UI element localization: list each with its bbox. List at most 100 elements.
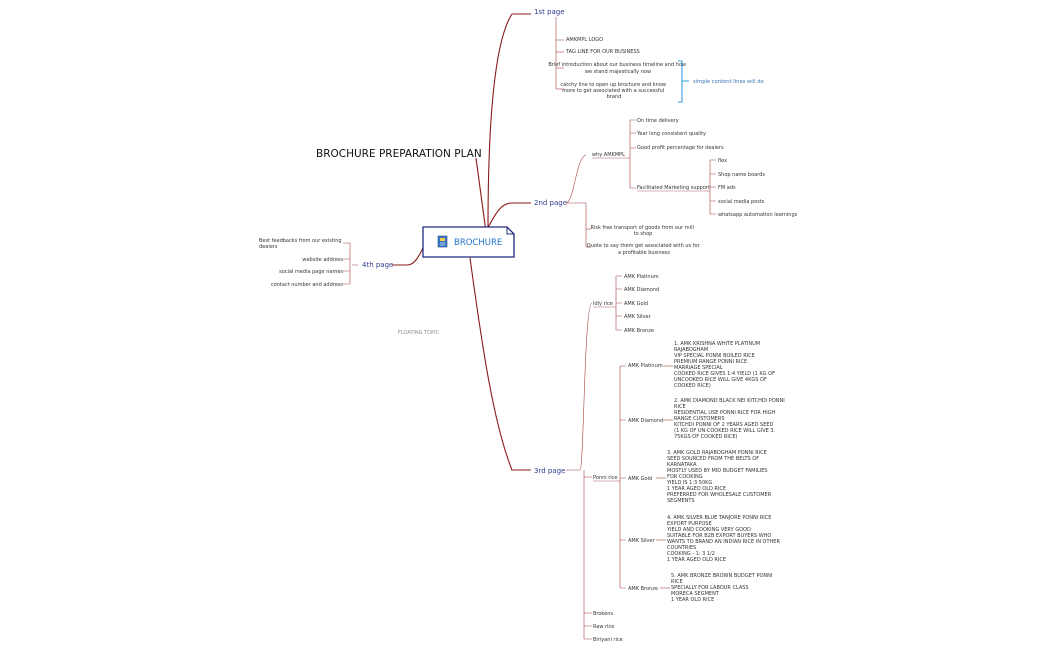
rice-type-node[interactable]: Brokens: [593, 611, 613, 617]
why-item[interactable]: Year long consistent quality: [636, 131, 706, 137]
desc-line: PREMIUM RANGE PONNI RICE: [674, 359, 747, 365]
desc-line: PREFERRED FOR WHOLESALE CUSTOMER: [667, 492, 772, 498]
connector-2nd-others: [566, 202, 587, 247]
desc-line: RICE: [671, 579, 683, 585]
bronze-description[interactable]: 5. AMK BRONZE BROWN BUDGET PONNI RICE SP…: [671, 573, 774, 603]
silver-description[interactable]: 4. AMK SILVER BLUE TANJORE PONNI RICE EX…: [666, 515, 782, 563]
page1-item[interactable]: TAG LINE FOR OUR BUSINESS: [565, 49, 640, 55]
marketing-item[interactable]: flex: [718, 158, 727, 164]
desc-line: FOR COOKING: [667, 474, 703, 480]
marketing-item[interactable]: social media posts: [718, 199, 765, 205]
page2-item[interactable]: Quote to say them get associated with us…: [587, 243, 701, 256]
main-branches: [392, 13, 531, 471]
ponni-grade-bronze[interactable]: AMK Bronze: [628, 586, 658, 592]
branch-to-1st-page: [487, 13, 531, 229]
desc-line: COOKED RICE GIVES 1:4 YIELD (1 KG OF: [674, 371, 775, 377]
platinum-description[interactable]: 1. AMK KRISHNA WHITE PLATINUM RAJABOGHAM…: [674, 341, 777, 389]
desc-line: 1. AMK KRISHNA WHITE PLATINUM: [674, 341, 760, 347]
desc-line: WANTS TO BRAND AN INDIAN RICE IN OTHER: [667, 539, 780, 545]
desc-line: 5. AMK BRONZE BROWN BUDGET PONNI: [671, 573, 772, 579]
ponni-rice-node[interactable]: Ponni rice: [593, 475, 617, 481]
marketing-item[interactable]: whatsapp automation learnings: [718, 212, 798, 218]
root-node-label: BROCHURE: [454, 238, 502, 248]
idly-rice-node[interactable]: Idly rice: [593, 301, 613, 307]
desc-line: 1 YEAR AGED OLD RICE: [667, 557, 726, 563]
brochure-icon: [437, 235, 448, 248]
page1-item[interactable]: Brief introduction about our business ti…: [548, 62, 687, 75]
wrapped-line: brand: [607, 94, 622, 100]
idly-grade[interactable]: AMK Platinum: [624, 274, 659, 280]
page1-item[interactable]: catchy line to open up brochure and know…: [560, 82, 667, 100]
desc-line: 1 YEAR AGED OLD RICE: [667, 486, 726, 492]
connector-why-items: [625, 119, 636, 189]
connector-why: [565, 154, 587, 204]
desc-line: UNCOOKED RICE WILL GIVE 4KGS OF: [674, 377, 767, 383]
root-node[interactable]: BROCHURE: [422, 226, 515, 258]
desc-line: RANGE CUSTOMERS: [674, 416, 725, 422]
page2-item[interactable]: Risk free transport of goods from our mi…: [591, 225, 696, 237]
callout-note[interactable]: simple content lines will do: [693, 79, 764, 85]
section-label-1st-page[interactable]: 1st page: [534, 8, 565, 16]
desc-line: YIELD AND COOKING VERY GOOD: [666, 527, 751, 533]
desc-line: RICE: [674, 404, 686, 410]
idly-grade[interactable]: AMK Silver: [624, 314, 652, 320]
marketing-item[interactable]: FM ads: [718, 185, 736, 191]
page4-item[interactable]: website address: [302, 257, 343, 263]
ponni-grade-silver[interactable]: AMK Silver: [628, 538, 656, 544]
desc-line: 1 YEAR OLD RICE: [671, 597, 714, 603]
desc-line: VIP SPECIAL PONNI BOILED RICE: [674, 353, 755, 359]
root-node-box[interactable]: [422, 226, 515, 258]
section-label-2nd-page[interactable]: 2nd page: [534, 199, 567, 207]
desc-line: MOSTLY USED BY MID BUDGET FAMILIES: [667, 468, 768, 474]
desc-line: SUITABLE FOR B2B EXPORT BUYERS WHO: [667, 533, 771, 539]
idly-grade[interactable]: AMK Gold: [624, 301, 648, 307]
page1-item[interactable]: AMKMPL LOGO: [566, 37, 603, 43]
wrapped-line: Brief introduction about our business ti…: [548, 62, 686, 68]
section-2nd-page: 2nd page why AMKMPL On time delivery Yea…: [534, 118, 798, 256]
desc-line: RESIDENTIAL USE PONNI RICE FOR HIGH: [674, 410, 776, 416]
ponni-grade-gold[interactable]: AMK Gold: [628, 476, 652, 482]
wrapped-line: Risk free transport of goods from our mi…: [591, 225, 694, 231]
diamond-description[interactable]: 2. AMK DIAMOND BLACK NEI KITCHDI PONNI R…: [674, 398, 786, 440]
page4-item[interactable]: social media page names: [279, 269, 343, 275]
connector-3rd-page: [566, 302, 593, 640]
desc-line: EXPORT PURPOSE: [667, 521, 712, 527]
connector-marketing: [704, 159, 716, 215]
ponni-grade-platinum[interactable]: AMK Platinum: [628, 363, 663, 369]
desc-line: COOKED RICE): [674, 383, 711, 389]
desc-line: RAJABOGHAM: [674, 347, 708, 353]
section-label-3rd-page[interactable]: 3rd page: [534, 467, 565, 475]
idly-grade[interactable]: AMK Bronze: [624, 328, 654, 334]
wrapped-line: we stand majestically now: [585, 69, 651, 75]
marketing-item[interactable]: Shop name boards: [718, 172, 765, 178]
connector-ponni: [616, 365, 626, 589]
desc-line: COUNTRIES: [667, 545, 696, 551]
floating-topic[interactable]: FLOATING TOPIC: [398, 330, 440, 336]
desc-line: KARNATAKA: [667, 462, 697, 468]
section-1st-page: 1st page AMKMPL LOGO TAG LINE FOR OUR BU…: [534, 8, 764, 103]
page4-item[interactable]: Best feedbacks from our existing dealers: [259, 238, 343, 250]
page4-item[interactable]: contact number and address: [271, 282, 343, 288]
rice-type-node[interactable]: Raw rice: [593, 624, 614, 630]
why-item[interactable]: On time delivery: [637, 118, 679, 124]
map-title: BROCHURE PREPARATION PLAN: [316, 148, 482, 160]
ponni-grade-diamond[interactable]: AMK Diamond: [628, 418, 663, 424]
branch-to-2nd-page: [485, 202, 531, 232]
desc-line: KITCHDI PONNI OF 2 YEARS AGED SEED: [674, 422, 774, 428]
section-4th-page: 4th page Best feedbacks from our existin…: [259, 238, 393, 288]
desc-line: 75KGS OF COOKED RICE): [674, 434, 738, 440]
desc-line: SEGMENTS: [667, 498, 695, 504]
gold-description[interactable]: 3. AMK GOLD RAJABOGHAM PONNI RICE SEED S…: [666, 450, 773, 504]
why-item[interactable]: Good profit percentage for dealers: [637, 145, 724, 151]
idly-grade[interactable]: AMK Diamond: [624, 287, 659, 293]
rice-type-node[interactable]: Biriyani rice: [593, 637, 623, 643]
desc-line: COOKING - 1: 3 1/2: [667, 551, 715, 557]
section-label-4th-page[interactable]: 4th page: [362, 261, 393, 269]
section-3rd-page: 3rd page Idly rice AMK Platinum AMK Diam…: [534, 274, 786, 643]
why-amkmpl-node[interactable]: why AMKMPL: [592, 152, 625, 158]
desc-line: 4. AMK SILVER BLUE TANJORE PONNI RICE: [667, 515, 771, 521]
branch-to-3rd-page: [469, 257, 531, 471]
marketing-support-node[interactable]: Facilitated Marketing support: [637, 185, 710, 191]
desc-line: 2. AMK DIAMOND BLACK NEI KITCHDI PONNI: [674, 398, 785, 404]
